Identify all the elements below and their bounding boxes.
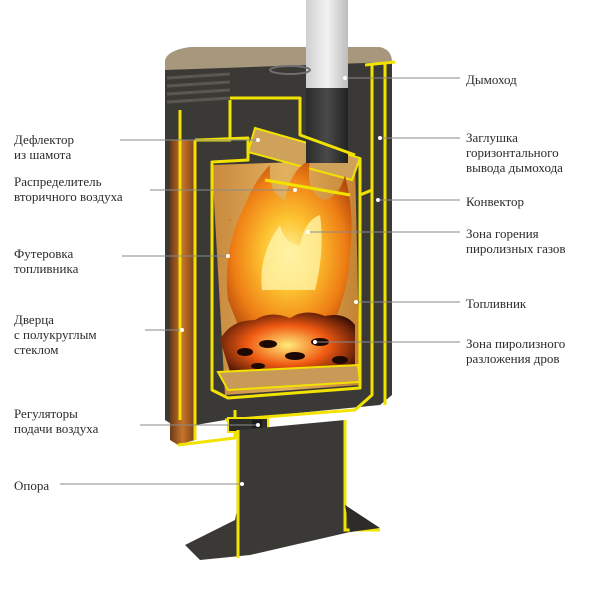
- label-convector: Конвектор: [466, 194, 524, 209]
- label-gas-zone: Зона горения пиролизных газов: [466, 226, 566, 256]
- chimney-pipe-light: [306, 0, 348, 90]
- door-panel: [170, 140, 195, 445]
- label-air-regulators: Регуляторы подачи воздуха: [14, 406, 98, 436]
- label-chimney: Дымоход: [466, 72, 517, 87]
- label-support: Опора: [14, 478, 49, 493]
- label-deflector: Дефлектор из шамота: [14, 132, 74, 162]
- label-air-distributor: Распределитель вторичного воздуха: [14, 174, 123, 204]
- label-pyrolysis-zone: Зона пиролизного разложения дров: [466, 336, 565, 366]
- label-firebox: Топливник: [466, 296, 526, 311]
- label-plug: Заглушка горизонтального вывода дымохода: [466, 130, 563, 175]
- support-base-right: [345, 505, 380, 532]
- label-door: Дверца с полукруглым стеклом: [14, 312, 97, 357]
- label-firebox-lining: Футеровка топливника: [14, 246, 78, 276]
